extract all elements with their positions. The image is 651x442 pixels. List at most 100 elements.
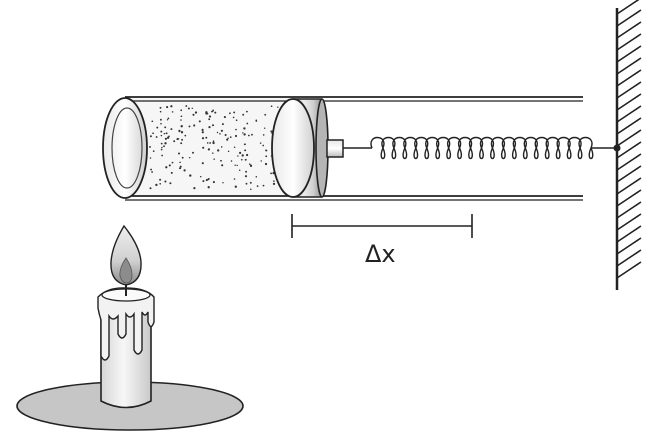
gas-particle bbox=[226, 138, 229, 141]
gas-particle bbox=[181, 138, 184, 141]
gas-particle bbox=[201, 128, 204, 131]
gas-particle bbox=[206, 142, 209, 144]
wall-hatch-line bbox=[616, 129, 642, 147]
gas-particle bbox=[179, 165, 182, 168]
gas-particle bbox=[229, 136, 232, 138]
gas-particle bbox=[173, 140, 176, 143]
gas-particle bbox=[149, 145, 151, 148]
gas-particle bbox=[222, 181, 224, 184]
gas-particle bbox=[227, 137, 229, 140]
gas-particle bbox=[149, 157, 152, 159]
gas-particle bbox=[270, 172, 273, 175]
gas-particle bbox=[180, 125, 183, 128]
candle-icon bbox=[16, 276, 244, 431]
wall-hatch-line bbox=[616, 213, 642, 231]
wall-hatch-line bbox=[616, 177, 642, 195]
gas-particle bbox=[208, 177, 210, 180]
gas-particle bbox=[208, 126, 211, 129]
piston-icon bbox=[271, 98, 372, 198]
gas-particle bbox=[159, 178, 162, 181]
gas-particle bbox=[164, 126, 167, 129]
gas-particle bbox=[152, 132, 154, 135]
gas-particle bbox=[160, 148, 163, 151]
gas-particle bbox=[180, 131, 184, 134]
gas-particle bbox=[201, 131, 204, 134]
gas-particle bbox=[216, 131, 219, 134]
wall-hatch-icon bbox=[616, 0, 642, 279]
gas-particle bbox=[264, 113, 267, 116]
gas-particle bbox=[202, 146, 205, 149]
wall-hatch-line bbox=[616, 117, 642, 135]
gas-particle bbox=[184, 134, 187, 137]
gas-particle bbox=[272, 182, 276, 186]
gas-region bbox=[125, 98, 293, 196]
gas-particle bbox=[207, 148, 211, 151]
gas-particle bbox=[262, 144, 265, 147]
gas-particle bbox=[188, 156, 191, 159]
displacement-marker bbox=[291, 214, 473, 238]
gas-particle bbox=[260, 160, 262, 162]
gas-particle bbox=[161, 146, 163, 149]
wall-hatch-line bbox=[616, 225, 642, 243]
gas-particle bbox=[160, 122, 162, 125]
gas-particle bbox=[262, 134, 265, 136]
gas-particle bbox=[160, 142, 163, 145]
gas-particle bbox=[191, 107, 194, 110]
gas-particle bbox=[234, 134, 238, 138]
gas-particle bbox=[265, 149, 268, 152]
gas-particle bbox=[163, 132, 166, 135]
wall-hatch-line bbox=[616, 81, 642, 99]
gas-particle bbox=[255, 176, 258, 178]
wall-hatch-line bbox=[616, 57, 642, 75]
gas-particle bbox=[221, 164, 224, 167]
gas-particle bbox=[170, 105, 173, 108]
gas-particle bbox=[168, 135, 170, 138]
gas-particle bbox=[205, 179, 208, 182]
gas-particle bbox=[263, 127, 266, 129]
gas-particle bbox=[171, 111, 174, 113]
gas-particle bbox=[192, 113, 195, 116]
gas-particle bbox=[155, 136, 158, 138]
gas-particle bbox=[160, 130, 163, 133]
gas-particles bbox=[149, 105, 279, 191]
gas-particle bbox=[202, 180, 205, 183]
gas-particle bbox=[169, 182, 172, 185]
delta-x-label: Δx bbox=[365, 240, 396, 268]
wall-hatch-line bbox=[616, 21, 642, 39]
gas-particle bbox=[244, 149, 247, 152]
gas-particle bbox=[183, 169, 186, 172]
gas-particle bbox=[181, 156, 184, 159]
gas-particle bbox=[264, 162, 268, 166]
gas-particle bbox=[237, 155, 239, 157]
gas-particle bbox=[238, 169, 241, 172]
wall-hatch-line bbox=[616, 69, 642, 87]
gas-particle bbox=[178, 167, 181, 170]
gas-particle bbox=[208, 118, 211, 121]
gas-particle bbox=[270, 130, 273, 133]
gas-particle bbox=[201, 137, 205, 140]
wall-hatch-line bbox=[616, 0, 640, 15]
gas-particle bbox=[249, 164, 253, 168]
wall-hatch-line bbox=[616, 93, 642, 111]
spring-anchor bbox=[613, 144, 621, 152]
gas-particle bbox=[244, 158, 247, 161]
spring-icon bbox=[370, 136, 621, 160]
gas-particle bbox=[193, 124, 196, 127]
gas-particle bbox=[234, 185, 237, 188]
gas-particle bbox=[265, 155, 268, 158]
candle-wax-drips bbox=[97, 287, 155, 361]
piston-back-rim bbox=[315, 98, 329, 198]
gas-particle bbox=[221, 123, 224, 126]
gas-particle bbox=[193, 186, 196, 190]
gas-particle bbox=[214, 111, 217, 114]
gas-particle bbox=[168, 164, 171, 167]
gas-particle bbox=[164, 142, 167, 145]
gas-particle bbox=[159, 182, 162, 185]
gas-particle bbox=[179, 161, 181, 164]
gas-particle bbox=[161, 154, 163, 157]
gas-particle bbox=[243, 143, 246, 146]
gas-particle bbox=[220, 146, 223, 148]
gas-particle bbox=[201, 162, 204, 165]
gas-particle bbox=[192, 151, 194, 154]
gas-particle bbox=[243, 127, 246, 130]
